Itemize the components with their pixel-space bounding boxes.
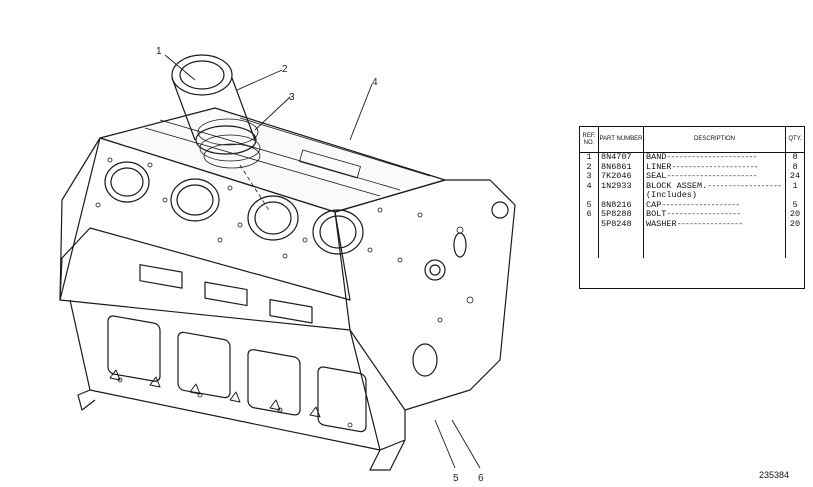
cylinder-bore <box>312 209 364 255</box>
callout-1: 1 <box>156 46 162 57</box>
part-number-cell: 8N8216 <box>598 200 644 210</box>
qty-cell: 20 <box>789 219 801 229</box>
qty-cell <box>786 191 805 201</box>
cylinder-bore <box>247 195 299 241</box>
table-row-empty <box>580 248 804 258</box>
callout-3: 3 <box>289 92 295 103</box>
ref-cell <box>580 219 599 229</box>
table-row: 1 8N4707 BAND---------------------- 8 <box>580 152 804 163</box>
description-cell: WASHER <box>646 219 677 229</box>
table-row: 2 8N6861 LINER--------------------- 8 <box>580 162 804 172</box>
callout-2: 2 <box>282 64 288 75</box>
part-number-cell: 8N4707 <box>598 152 644 163</box>
part-number-cell: 8N6861 <box>598 162 644 172</box>
ref-cell: 5 <box>580 200 599 210</box>
description-cell: LINER <box>646 162 672 172</box>
callout-4: 4 <box>372 77 378 88</box>
table-row: 5 8N8216 CAP------------------- 5 <box>580 200 804 210</box>
part-number-cell: 5P8288 <box>598 210 644 220</box>
qty-cell: 24 <box>789 172 801 181</box>
table-row: (Includes) <box>580 191 804 201</box>
ref-cell: 4 <box>580 181 599 191</box>
parts-list-table: REF. NO. PART NUMBER DESCRIPTION QTY. 1 … <box>579 126 805 289</box>
table-row: 6 5P8288 BOLT------------------ 20 <box>580 210 804 220</box>
table-row: 3 7K2046 SEAL---------------------- 24 <box>580 172 804 182</box>
part-number-cell: 5P8248 <box>598 219 644 229</box>
part-number-cell: 1N2933 <box>598 181 644 191</box>
description-cell: BAND <box>646 152 667 162</box>
qty-cell: 8 <box>792 162 798 172</box>
header-description: DESCRIPTION <box>643 127 786 153</box>
callout-6: 6 <box>478 473 484 484</box>
ref-cell: 3 <box>580 172 599 182</box>
description-cell: SEAL <box>646 172 667 181</box>
cylinder-liner-part <box>171 54 261 169</box>
table-row-empty <box>580 238 804 248</box>
ref-cell: 6 <box>580 210 599 220</box>
cylinder-bore <box>104 161 150 203</box>
table-row: 5P8248 WASHER---------------- 20 <box>580 219 804 229</box>
ref-cell <box>580 191 599 201</box>
qty-cell: 8 <box>792 152 798 162</box>
part-number-cell <box>598 191 644 201</box>
cylinder-bore <box>170 178 220 222</box>
header-qty: QTY. <box>785 127 804 153</box>
part-number-cell: 7K2046 <box>598 172 644 182</box>
header-ref-no: REF. NO. <box>580 127 599 153</box>
qty-cell: 1 <box>792 181 798 191</box>
description-cell: BLOCK ASSEM. <box>646 181 708 191</box>
description-cell: BOLT <box>646 210 667 219</box>
table-row: 4 1N2933 BLOCK ASSEM.------------------ … <box>580 181 804 191</box>
ref-cell: 1 <box>580 152 599 163</box>
ref-cell: 2 <box>580 162 599 172</box>
table-row-empty <box>580 229 804 239</box>
callout-5: 5 <box>453 473 459 484</box>
header-part-number: PART NUMBER <box>598 127 644 153</box>
description-cell: (Includes) <box>643 191 786 201</box>
qty-cell: 20 <box>789 210 801 219</box>
qty-cell: 5 <box>792 200 798 210</box>
drawing-number: 235384 <box>759 470 790 480</box>
description-cell: CAP <box>646 200 662 210</box>
block-right-face <box>334 179 516 411</box>
